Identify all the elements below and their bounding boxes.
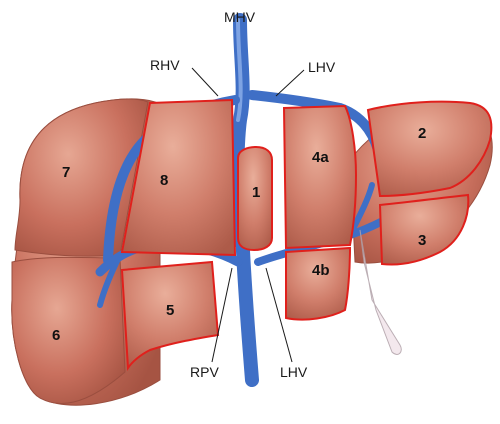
segment-5-label: 5	[166, 302, 174, 319]
leader-lines	[191, 67, 305, 363]
segment-4b	[285, 246, 352, 321]
lhv-top-label: LHV	[308, 59, 336, 75]
segment-7-label: 7	[62, 164, 70, 181]
segment-4a-label: 4a	[312, 149, 329, 166]
ivc-lower	[235, 223, 259, 387]
portal-branch-right	[97, 252, 123, 308]
lhv-bottom-label: LHV	[280, 364, 308, 380]
segment-8	[120, 98, 237, 257]
segment-3	[378, 193, 470, 266]
segment-4b-label: 4b	[312, 262, 330, 279]
segment-1-label: 1	[252, 184, 260, 201]
segment-3-label: 3	[418, 232, 426, 249]
segment-2	[366, 100, 493, 198]
segment-6-label: 6	[52, 327, 60, 344]
segment-8-label: 8	[160, 172, 168, 189]
falciform-ligament	[359, 229, 402, 355]
lhv-bottom-leader	[265, 267, 293, 363]
rpv-leader	[211, 267, 233, 363]
rhv-label: RHV	[150, 57, 180, 73]
segment-1	[237, 145, 273, 252]
segment-6-outline	[11, 256, 126, 405]
mhv-vessel-highlight	[236, 18, 243, 122]
rhv-leader	[191, 67, 219, 97]
segment-2-label: 2	[418, 125, 426, 142]
lhv-top-leader	[275, 69, 305, 97]
rpv-label: RPV	[190, 364, 219, 380]
segment-plates	[120, 98, 493, 372]
segment-5	[120, 260, 220, 372]
segment-4a	[282, 104, 358, 250]
mhv-label: MHV	[224, 9, 256, 25]
